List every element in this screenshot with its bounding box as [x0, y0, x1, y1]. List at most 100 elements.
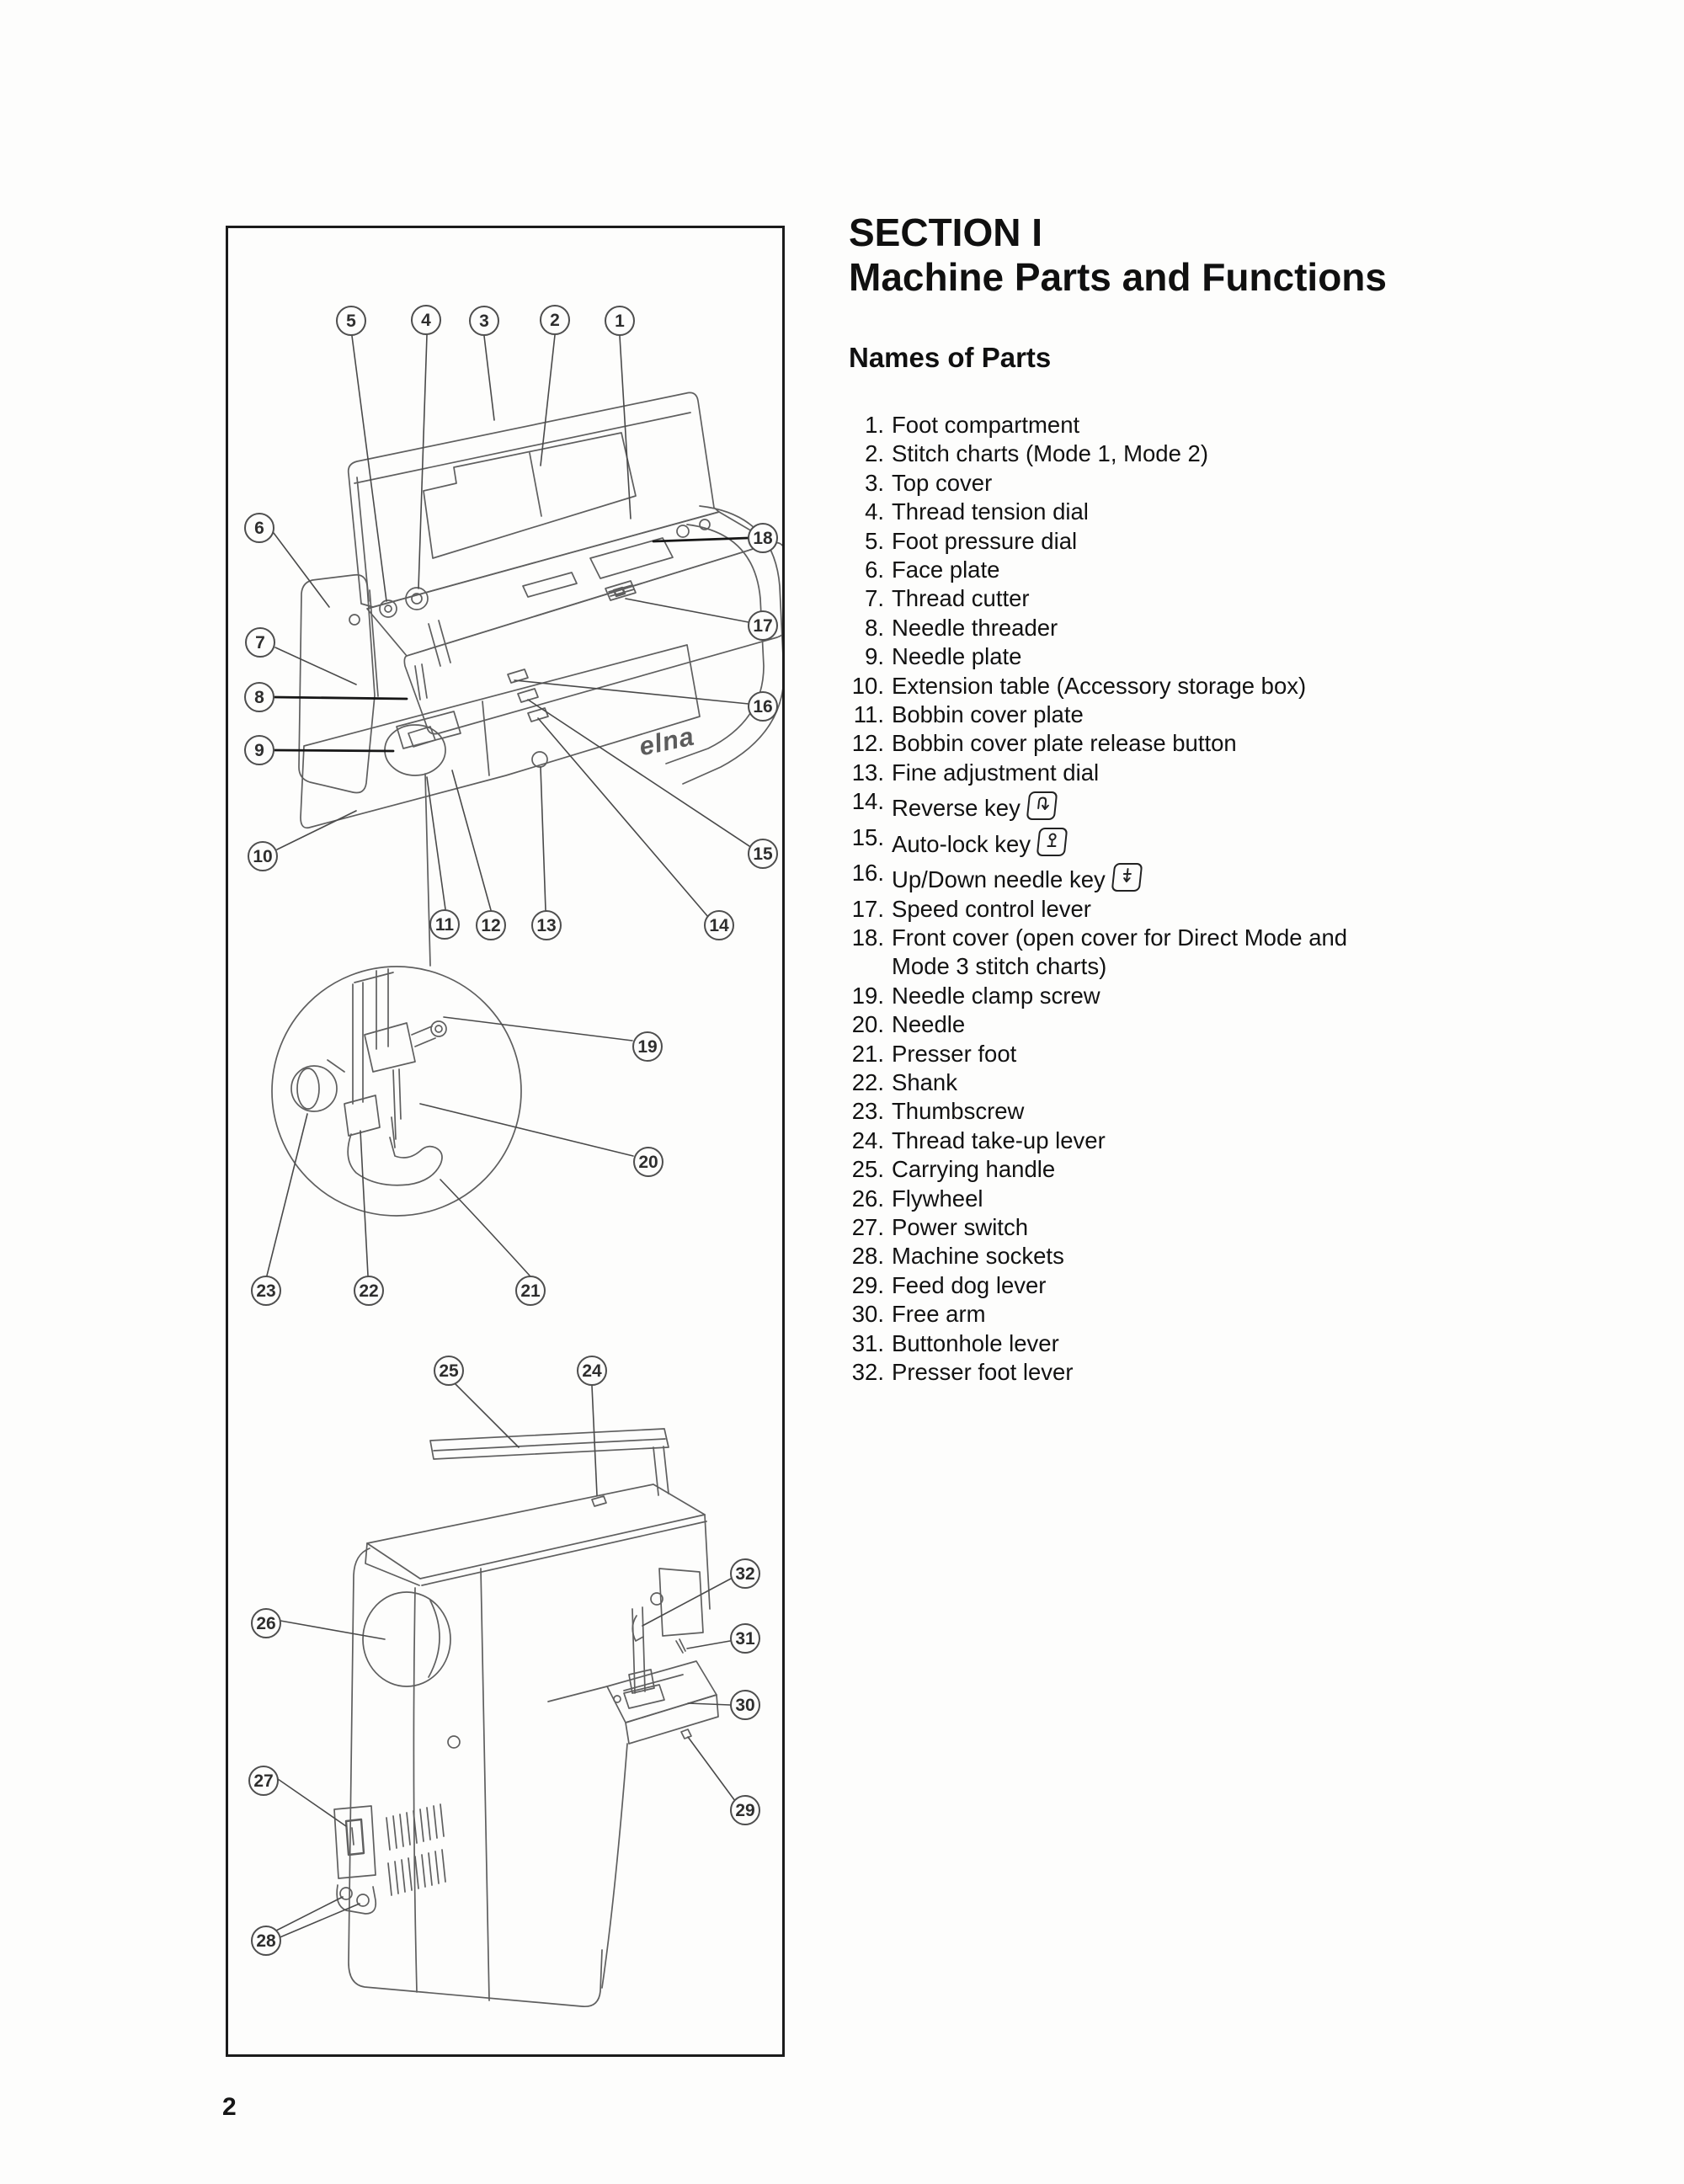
part-label: Face plate — [892, 557, 1000, 583]
callout-15: 15 — [748, 839, 778, 869]
callout-19: 19 — [632, 1031, 663, 1062]
part-number: 29. — [851, 1271, 884, 1298]
list-item: 9.Needle plate — [844, 642, 1388, 671]
part-label: Shank — [892, 1068, 957, 1095]
part-number: 10. — [851, 672, 884, 699]
list-item: 32.Presser foot lever — [844, 1358, 1388, 1387]
part-number: 8. — [865, 614, 884, 641]
callout-28: 28 — [251, 1926, 281, 1956]
part-number: 25. — [851, 1156, 884, 1183]
part-number: 1. — [865, 412, 884, 438]
list-item: 1.Foot compartment — [844, 411, 1388, 439]
callout-16: 16 — [748, 691, 778, 722]
list-item: 27.Power switch — [844, 1213, 1388, 1242]
callout-10: 10 — [248, 841, 278, 871]
parts-list: 1.Foot compartment 2.Stitch charts (Mode… — [844, 411, 1388, 1387]
part-number: 24. — [851, 1127, 884, 1153]
part-label: Thumbscrew — [892, 1098, 1025, 1125]
page-number: 2 — [222, 2093, 237, 2121]
list-item: 22. Shank — [844, 1068, 1388, 1097]
list-item: 31. Buttonhole lever — [844, 1329, 1388, 1358]
up-down-needle-key-icon — [1111, 863, 1143, 892]
list-item: 3. Top cover — [844, 469, 1388, 498]
part-number: 3. — [865, 469, 884, 496]
part-number: 19. — [851, 982, 884, 1009]
list-item: 23. Thumbscrew — [844, 1097, 1388, 1126]
part-label: Foot pressure dial — [892, 527, 1078, 554]
callout-5: 5 — [336, 306, 366, 336]
list-item: 6. Face plate — [844, 556, 1388, 584]
list-item: 2.Stitch charts (Mode 1, Mode 2) — [844, 439, 1388, 468]
callout-17: 17 — [748, 610, 778, 641]
needle-area-detail-diagram — [271, 966, 522, 1217]
names-of-parts-heading: Names of Parts — [849, 342, 1052, 373]
part-number: 23. — [851, 1098, 884, 1125]
part-number: 18. — [851, 924, 884, 951]
part-number: 4. — [865, 498, 884, 525]
list-item: 28.Machine sockets — [844, 1242, 1388, 1270]
callout-3: 3 — [469, 306, 499, 336]
part-label: Thread take-up lever — [892, 1127, 1106, 1153]
list-item: 4. Thread tension dial — [844, 498, 1388, 526]
part-number: 11. — [853, 701, 884, 728]
list-item: 19. Needle clamp screw — [844, 982, 1388, 1010]
part-label: Buttonhole lever — [892, 1329, 1059, 1356]
part-number: 22. — [851, 1068, 884, 1095]
part-number: 28. — [851, 1243, 884, 1270]
part-number: 13. — [851, 759, 884, 786]
list-item: 12. Bobbin cover plate release button — [844, 729, 1388, 758]
part-label: Up/Down needle key — [892, 866, 1106, 893]
list-item: 5.Foot pressure dial — [844, 527, 1388, 556]
part-number: 20. — [851, 1011, 884, 1038]
part-label: Fine adjustment dial — [892, 759, 1100, 786]
part-number: 31. — [851, 1329, 884, 1356]
rear-view-diagram — [333, 1428, 719, 2008]
list-item: 8.Needle threader — [844, 614, 1388, 642]
part-label: Bobbin cover plate release button — [892, 730, 1237, 757]
callout-31: 31 — [730, 1623, 760, 1654]
part-number: 30. — [851, 1301, 884, 1328]
callout-27: 27 — [248, 1766, 279, 1796]
callout-25: 25 — [434, 1356, 464, 1386]
part-number: 6. — [865, 557, 884, 583]
part-label: Thread cutter — [892, 585, 1030, 612]
callout-11: 11 — [429, 909, 460, 940]
part-number: 15. — [851, 823, 884, 850]
callout-4: 4 — [411, 305, 441, 335]
part-label: Stitch charts (Mode 1, Mode 2) — [892, 440, 1208, 467]
detail-leader-lines — [266, 1016, 634, 1276]
list-item: 10. Extension table (Accessory storage bo… — [844, 672, 1388, 700]
part-label: Bobbin cover plate — [892, 701, 1084, 728]
list-item: 7. Thread cutter — [844, 584, 1388, 613]
callout-7: 7 — [245, 627, 275, 658]
callout-20: 20 — [633, 1147, 663, 1177]
callout-30: 30 — [730, 1690, 760, 1720]
callout-9: 9 — [244, 735, 274, 765]
callout-8: 8 — [244, 682, 274, 712]
list-item: 14.Reverse key — [844, 787, 1388, 823]
part-number: 16. — [851, 860, 884, 887]
callout-13: 13 — [531, 910, 562, 940]
list-item: 25.Carrying handle — [844, 1155, 1388, 1184]
rear-view-leader-lines — [275, 1383, 736, 1939]
part-label: Needle clamp screw — [892, 982, 1100, 1009]
part-label: Top cover — [892, 469, 993, 496]
part-number: 7. — [865, 585, 884, 612]
part-label: Power switch — [892, 1213, 1028, 1240]
machine-diagrams — [266, 334, 782, 2008]
part-number: 26. — [851, 1185, 884, 1212]
callout-14: 14 — [704, 910, 734, 940]
callout-2: 2 — [540, 305, 570, 335]
part-label: Speed control lever — [892, 895, 1091, 922]
part-label: Presser foot — [892, 1040, 1017, 1067]
part-label: Extension table (Accessory storage box) — [892, 672, 1307, 699]
section-heading: SECTION I Machine Parts and Functions — [849, 210, 1455, 300]
section-title-line2: Machine Parts and Functions — [849, 255, 1387, 299]
part-label: Thread tension dial — [892, 498, 1089, 525]
part-number: 12. — [851, 730, 884, 757]
callout-6: 6 — [244, 513, 274, 543]
callout-23: 23 — [251, 1276, 281, 1306]
list-item: 17.Speed control lever — [844, 895, 1388, 924]
callout-32: 32 — [730, 1558, 760, 1589]
